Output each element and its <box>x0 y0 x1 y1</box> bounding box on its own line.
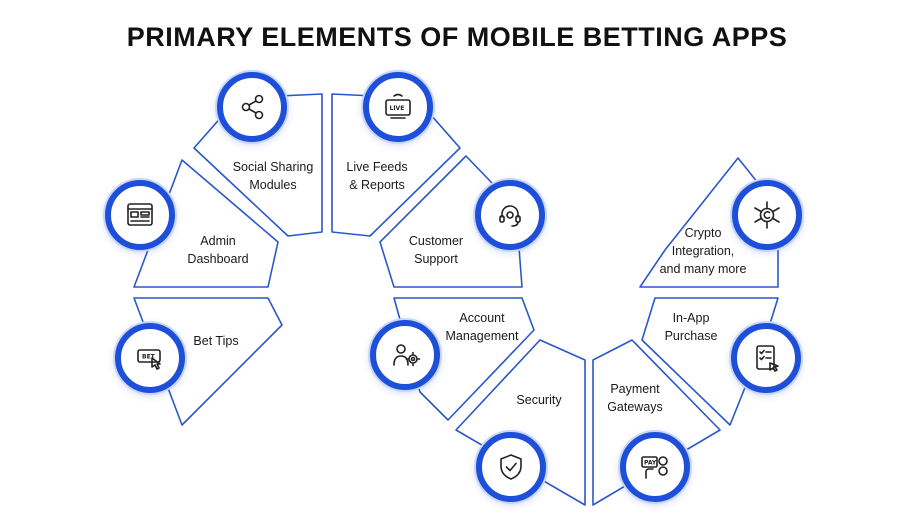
segment-label: Security <box>516 393 562 407</box>
segment-label: Customer Support <box>408 234 464 266</box>
crypto-network-icon <box>754 201 780 229</box>
live-tv-icon: LIVE <box>385 93 411 119</box>
svg-text:BET: BET <box>142 354 156 361</box>
segment-label: Admin Dashboard <box>187 234 249 266</box>
purchase-checklist-icon <box>756 345 779 372</box>
payment-coins-icon: PAY <box>641 456 668 479</box>
svg-text:LIVE: LIVE <box>390 105 405 112</box>
segment-label: Account Management <box>445 311 519 343</box>
shield-check-icon-badge <box>476 432 546 502</box>
shield-check-icon <box>500 454 522 480</box>
dashboard-window-icon-badge <box>105 180 175 250</box>
social-network-icon <box>241 94 264 120</box>
purchase-checklist-icon-badge <box>731 323 801 393</box>
bet-ticket-icon-badge: BET <box>115 323 185 393</box>
segment-label: Social Sharing Modules <box>232 160 314 192</box>
headset-support-icon <box>499 205 521 227</box>
live-tv-icon-badge: LIVE <box>363 72 433 142</box>
payment-coins-icon-badge: PAY <box>620 432 690 502</box>
headset-support-icon-badge <box>475 180 545 250</box>
account-gear-icon-badge <box>370 320 440 390</box>
svg-text:PAY: PAY <box>644 460 657 467</box>
segment-label: Crypto Integration, and many more <box>659 226 747 276</box>
crypto-network-icon-badge <box>732 180 802 250</box>
page-title: PRIMARY ELEMENTS OF MOBILE BETTING APPS <box>126 22 788 52</box>
segment-label: Payment Gateways <box>607 382 663 414</box>
segment-label: Bet Tips <box>193 334 239 348</box>
segment-label: In-App Purchase <box>664 311 718 343</box>
bet-ticket-icon: BET <box>137 349 161 370</box>
dashboard-window-icon <box>127 203 153 226</box>
account-gear-icon <box>393 344 421 367</box>
social-network-icon-badge <box>217 72 287 142</box>
segment-label: Live Feeds & Reports <box>346 160 408 192</box>
